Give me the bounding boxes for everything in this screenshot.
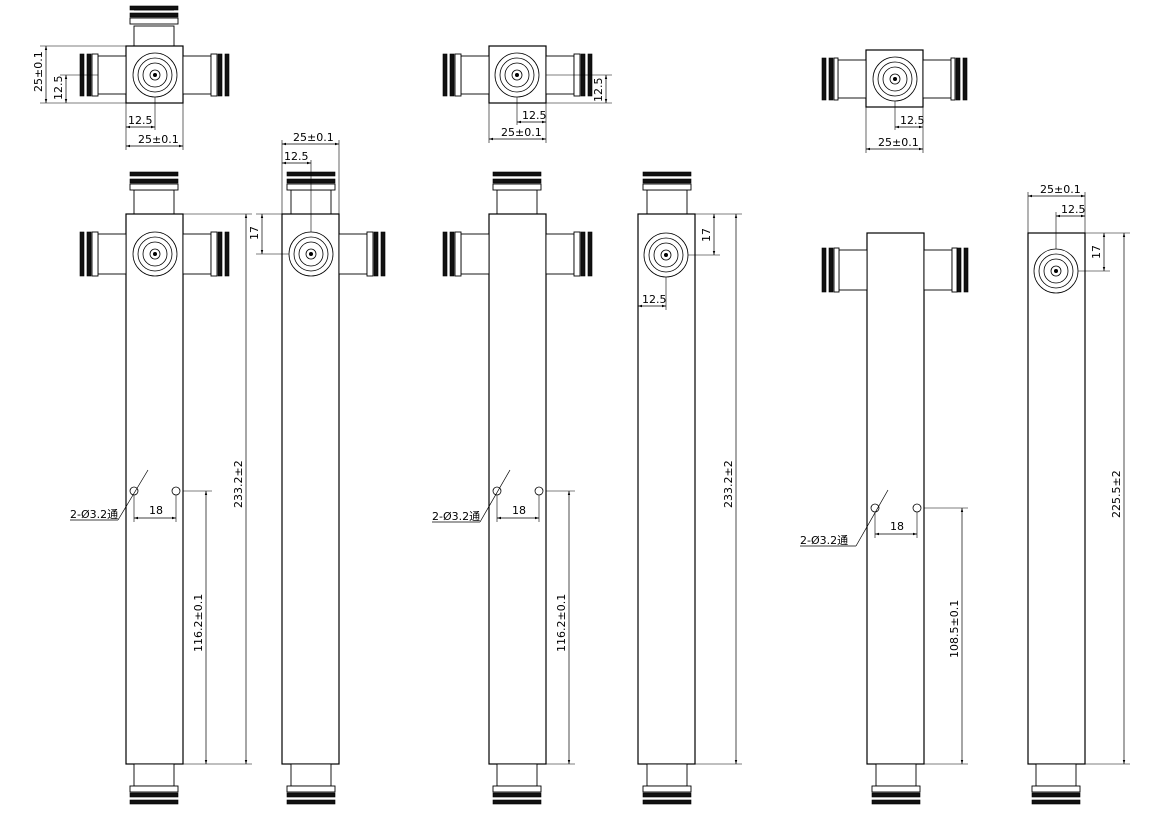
dim-half-side1: 12.5 bbox=[284, 150, 309, 163]
top-view-2way: 12.5 25±0.1 bbox=[821, 49, 968, 153]
dim-width-side3: 25±0.1 bbox=[1040, 183, 1081, 196]
connector-top bbox=[129, 171, 179, 215]
dim-port-offset-1: 17 bbox=[248, 226, 261, 240]
dim-width-top2: 25±0.1 bbox=[501, 126, 542, 139]
dim-hole-position-2: 116.2±0.1 bbox=[555, 594, 568, 652]
connector-right bbox=[922, 57, 968, 101]
connector-left bbox=[821, 247, 868, 293]
connector-left bbox=[79, 231, 127, 277]
port-face bbox=[643, 232, 689, 278]
side-view-2way: 25±0.1 12.5 17 225.5±2 bbox=[1027, 183, 1130, 805]
dim-half-width-top3: 12.5 bbox=[900, 114, 925, 127]
body-2way bbox=[866, 232, 925, 765]
dim-width-side1: 25±0.1 bbox=[293, 131, 334, 144]
top-view-3way: 12.5 12.5 25±0.1 bbox=[442, 45, 612, 143]
connector-bottom bbox=[286, 763, 336, 805]
connector-right bbox=[182, 231, 230, 277]
connector-bottom bbox=[1031, 763, 1081, 805]
port-face bbox=[132, 52, 178, 98]
dim-length-1: 233.2±2 bbox=[232, 460, 245, 508]
connector-bottom bbox=[129, 763, 179, 805]
front-view-4way: 2-Ø3.2通 18 116.2±0.1 233.2±2 bbox=[70, 171, 252, 805]
dim-half-width-top2: 12.5 bbox=[522, 109, 547, 122]
dim-width-top1: 25±0.1 bbox=[138, 133, 179, 146]
front-view-3way: 2-Ø3.2通 18 116.2±0.1 bbox=[432, 171, 593, 805]
dim-hole-position-1: 116.2±0.1 bbox=[192, 594, 205, 652]
connector-top bbox=[642, 171, 692, 215]
body-4way bbox=[125, 213, 184, 765]
body-side-4way bbox=[281, 213, 340, 765]
port-face bbox=[872, 56, 918, 102]
dim-half-side3: 12.5 bbox=[1061, 203, 1086, 216]
dim-length-3: 225.5±2 bbox=[1110, 470, 1123, 518]
body-3way bbox=[488, 213, 547, 765]
side-view-4way: 25±0.1 12.5 17 bbox=[248, 131, 386, 805]
dim-hole-spacing-2: 18 bbox=[512, 504, 526, 517]
connector-top bbox=[129, 5, 179, 49]
hole-note-3: 2-Ø3.2通 bbox=[800, 534, 848, 547]
body-side-2way bbox=[1027, 232, 1086, 765]
top-view-4way: 25±0.1 12.5 12.5 25±0.1 bbox=[32, 5, 230, 150]
dim-height-top1: 25±0.1 bbox=[32, 51, 45, 92]
connector-right bbox=[923, 247, 969, 293]
port-face bbox=[132, 231, 178, 277]
connector-right bbox=[545, 231, 593, 277]
dim-half-top2: 12.5 bbox=[592, 78, 605, 103]
dim-half-top1: 12.5 bbox=[52, 76, 65, 101]
dim-port-offset-3: 17 bbox=[1090, 245, 1103, 259]
front-view-2way: 2-Ø3.2通 18 108.5±0.1 bbox=[800, 232, 969, 805]
connector-bottom bbox=[492, 763, 542, 805]
dim-hole-spacing-1: 18 bbox=[149, 504, 163, 517]
connector-left bbox=[442, 231, 490, 277]
connector-left bbox=[442, 53, 490, 97]
dim-hole-spacing-3: 18 bbox=[890, 520, 904, 533]
hole-note-2: 2-Ø3.2通 bbox=[432, 510, 480, 523]
connector-top bbox=[492, 171, 542, 215]
hole-note-1: 2-Ø3.2通 bbox=[70, 508, 118, 521]
connector-right bbox=[338, 231, 386, 277]
side-view-3way: 12.5 17 233.2±2 bbox=[637, 171, 742, 805]
dim-width-top3: 25±0.1 bbox=[878, 136, 919, 149]
connector-left bbox=[821, 57, 867, 101]
dim-half-side2: 12.5 bbox=[642, 293, 667, 306]
connector-right bbox=[182, 53, 230, 97]
connector-bottom bbox=[642, 763, 692, 805]
dim-port-offset-2: 17 bbox=[700, 228, 713, 242]
dim-length-2: 233.2±2 bbox=[722, 460, 735, 508]
dim-half-width-top1: 12.5 bbox=[128, 114, 153, 127]
connector-bottom bbox=[871, 763, 921, 805]
dim-hole-position-3: 108.5±0.1 bbox=[948, 600, 961, 658]
